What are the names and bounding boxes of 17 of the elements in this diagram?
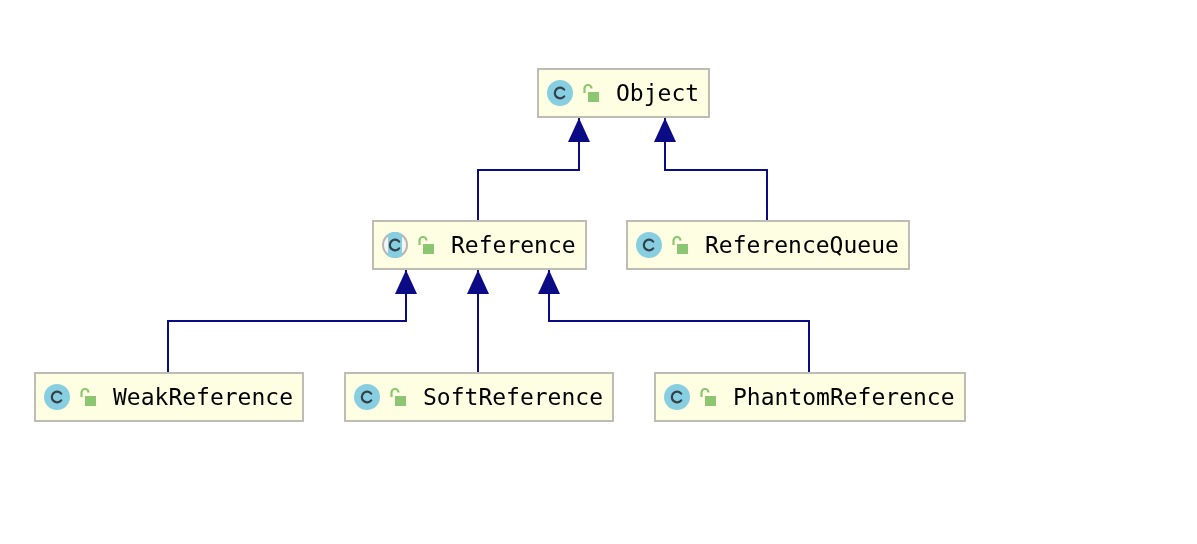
class-box	[372, 220, 587, 270]
class-box	[537, 68, 711, 118]
class-box	[626, 220, 910, 270]
class-box	[654, 372, 966, 422]
class-name: PhantomReference	[733, 385, 955, 409]
inheritance-arrow	[538, 269, 810, 373]
inheritance-arrow	[167, 269, 417, 373]
class-name: WeakReference	[113, 385, 293, 409]
class-name: Object	[616, 81, 700, 105]
inheritance-arrow	[467, 269, 489, 373]
class-name: Reference	[451, 233, 576, 257]
class-name: ReferenceQueue	[705, 233, 899, 257]
class-box	[344, 372, 614, 422]
class-name: SoftReference	[423, 385, 603, 409]
inheritance-arrow	[477, 117, 590, 221]
inheritance-arrow	[654, 117, 768, 221]
class-box	[34, 372, 304, 422]
